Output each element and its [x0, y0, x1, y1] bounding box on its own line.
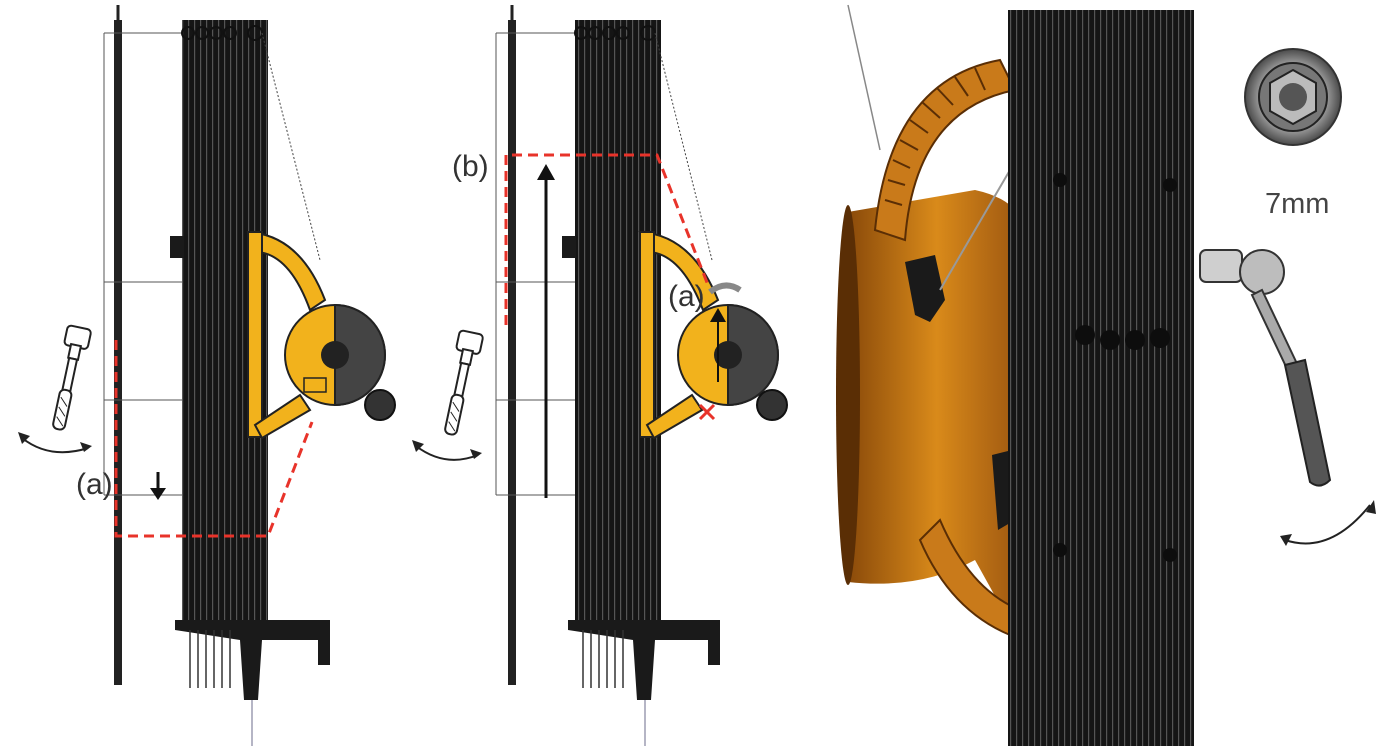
orange-drum [848, 190, 1025, 650]
winch-unit-2 [562, 230, 788, 440]
ratchet-wrench-icon [52, 324, 92, 431]
ratchet-wrench-icon [1199, 249, 1332, 487]
label-b: (b) [452, 150, 489, 183]
socket-7mm-icon [1244, 48, 1342, 146]
mast-closeup [1008, 10, 1194, 746]
red-x-mark [698, 403, 716, 421]
socket-size-label: 7mm [1265, 188, 1330, 220]
thin-pole [114, 20, 122, 685]
rotate-arrow-icon [21, 437, 89, 454]
down-arrow [150, 472, 166, 500]
panel-1 [18, 5, 396, 746]
ratchet-wrench-icon [444, 329, 484, 436]
guide-outline-2 [504, 153, 710, 325]
panel-2 [412, 5, 788, 746]
winch-unit-1 [170, 230, 396, 440]
arched-strap [873, 58, 1017, 242]
panel-3-closeup [836, 4, 1376, 746]
small-up-arrow [710, 308, 726, 382]
base-bracket [175, 620, 330, 700]
label-a-left: (a) [76, 468, 113, 501]
guide-outline-1 [114, 340, 314, 538]
thin-pole [508, 20, 516, 685]
up-arrow [537, 164, 555, 498]
rotate-arrow-icon [1284, 504, 1371, 545]
base-bracket [568, 620, 720, 700]
rotate-arrow-icon [415, 445, 479, 461]
label-a-middle: (a) [668, 280, 705, 313]
